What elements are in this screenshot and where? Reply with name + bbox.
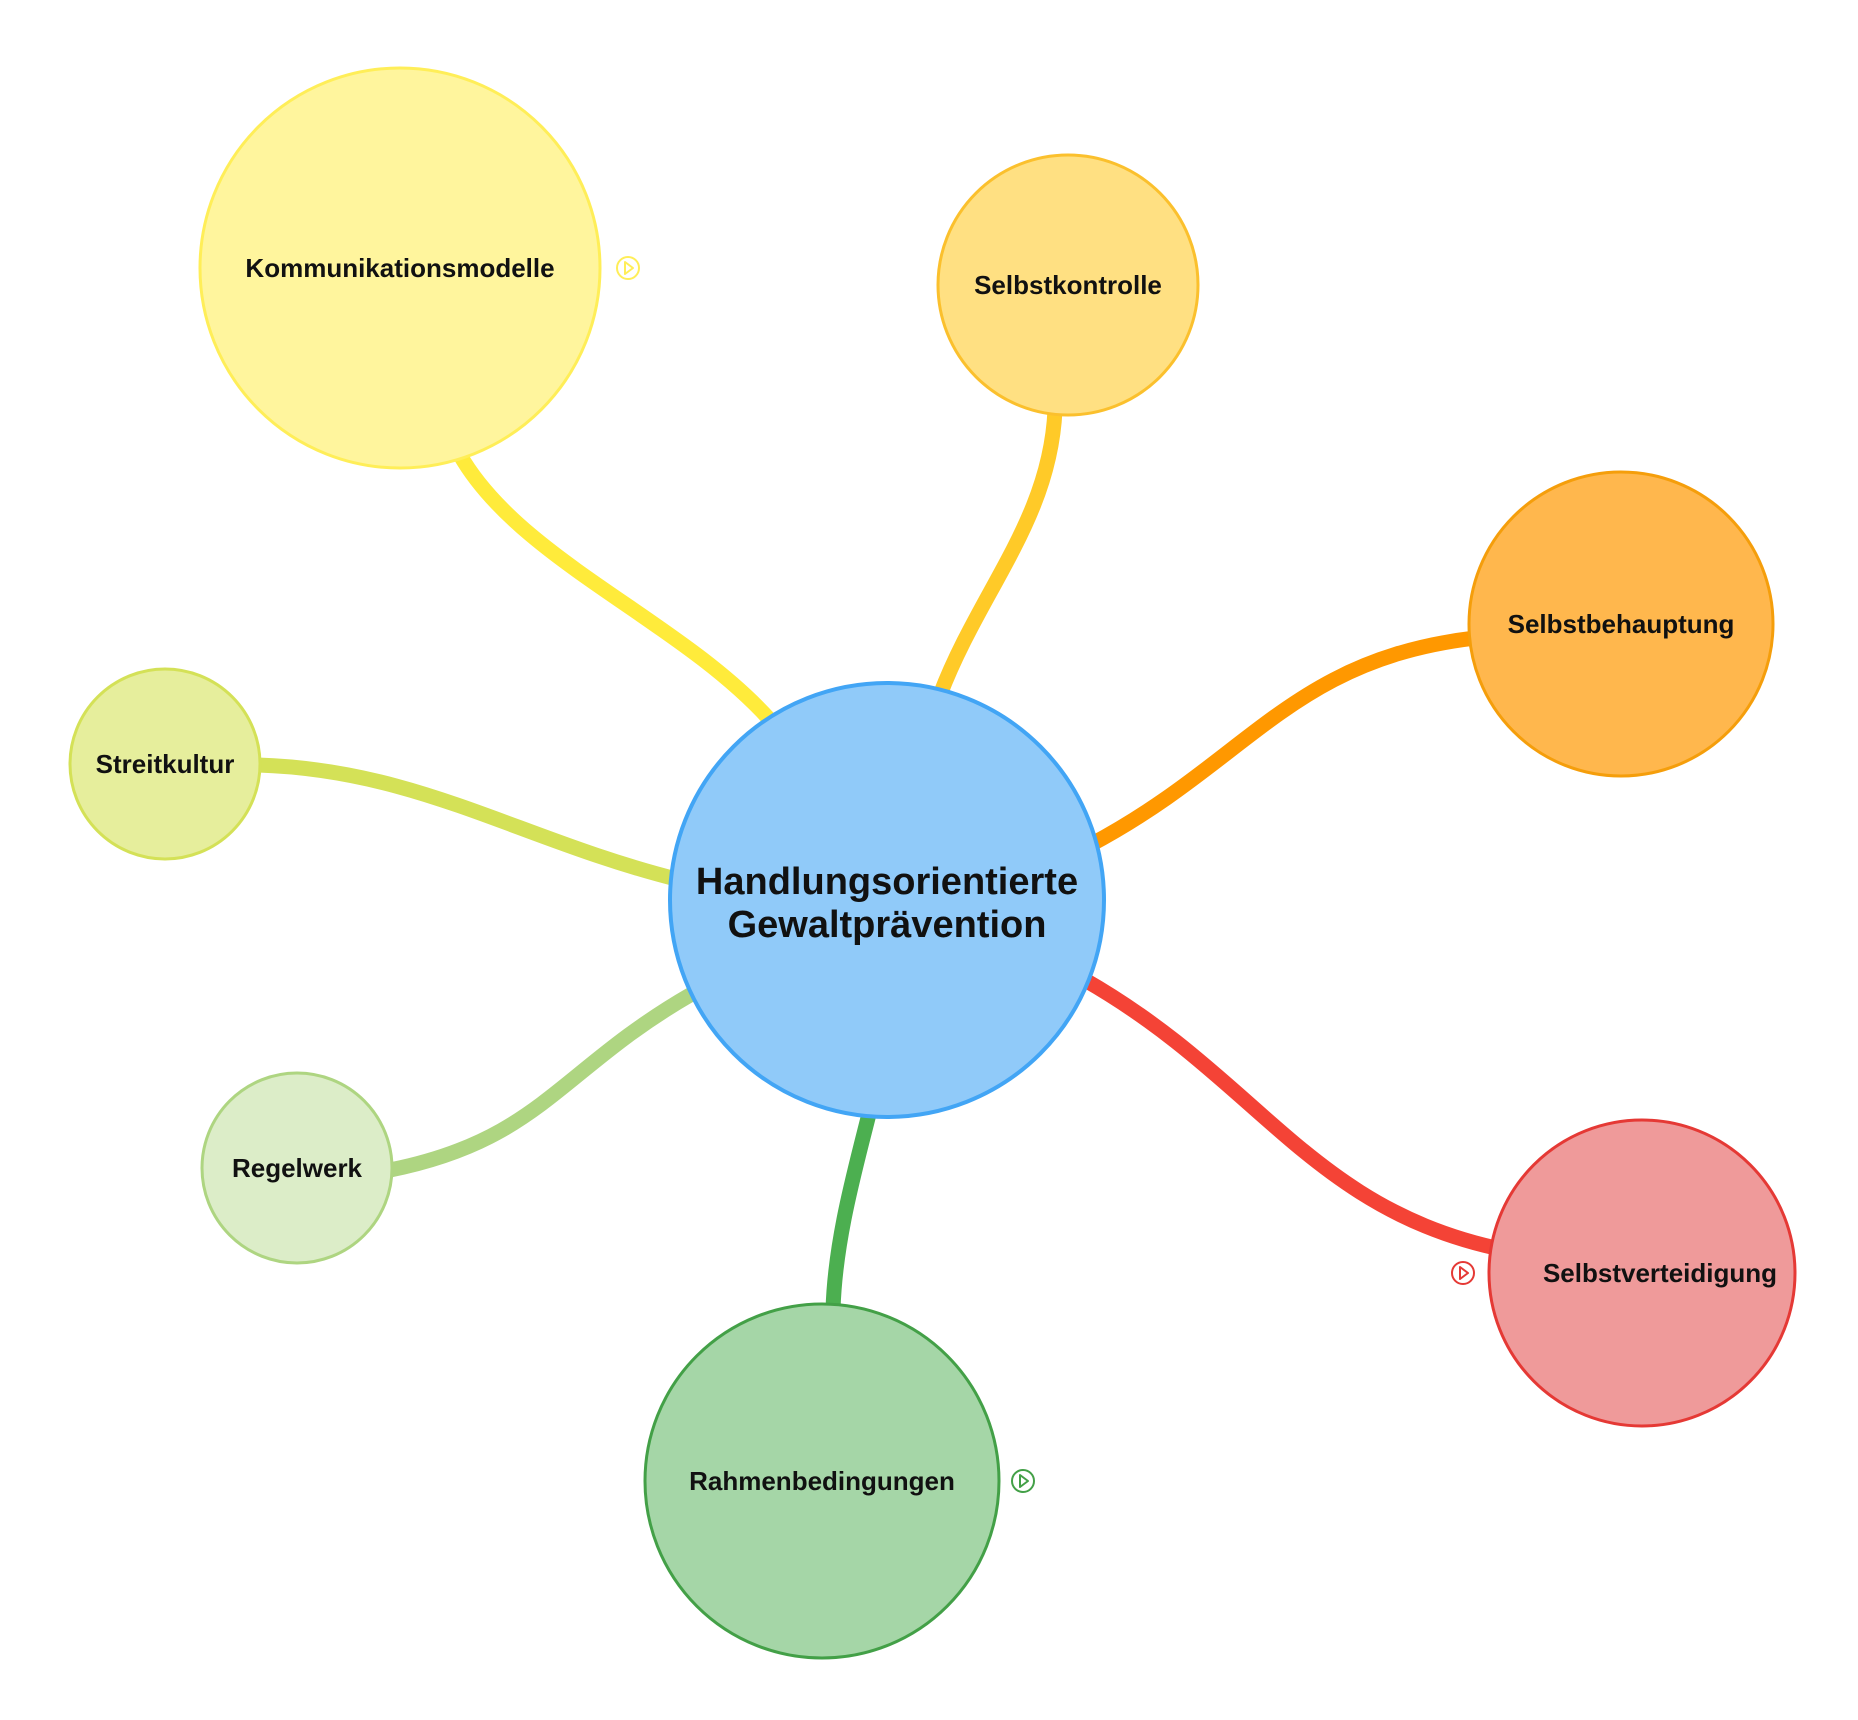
expand-arrow-icon[interactable]	[1011, 1469, 1035, 1493]
root-node[interactable]: Handlungsorientierte Gewaltprävention	[668, 681, 1106, 1119]
node-circle-streitkultur[interactable]	[68, 667, 262, 861]
root-label-line2: Gewaltprävention	[728, 904, 1047, 946]
node-circle-regelwerk[interactable]	[200, 1071, 394, 1265]
root-label-line1: Handlungsorientierte	[696, 861, 1078, 903]
node-label-selbstbehauptung: Selbstbehauptung	[1508, 609, 1735, 639]
branch-node-streitkultur[interactable]: Streitkultur	[68, 667, 262, 861]
branch-edges	[250, 402, 1513, 1318]
edge-streitkultur	[250, 757, 688, 888]
node-circle-rahmenbedingungen[interactable]	[643, 1302, 1001, 1660]
node-circle-selbstverteidigung[interactable]	[1487, 1118, 1797, 1428]
branch-node-selbstkontrolle[interactable]: Selbstkontrolle	[936, 153, 1200, 417]
expand-arrow-icon[interactable]	[616, 256, 640, 280]
node-circle-kommunikationsmodelle[interactable]	[198, 66, 602, 470]
node-circle-selbstbehauptung[interactable]	[1467, 470, 1775, 778]
node-label-streitkultur: Streitkultur	[96, 749, 235, 779]
node-label-selbstkontrolle: Selbstkontrolle	[974, 270, 1162, 300]
branch-node-regelwerk[interactable]: Regelwerk	[200, 1071, 394, 1265]
node-label-kommunikationsmodelle: Kommunikationsmodelle	[245, 253, 554, 283]
edge-regelwerk	[382, 987, 698, 1178]
branch-node-selbstverteidigung[interactable]: Selbstverteidigung	[1451, 1118, 1797, 1428]
expand-arrow-icon[interactable]	[1451, 1261, 1475, 1285]
branch-node-rahmenbedingungen[interactable]: Rahmenbedingungen	[643, 1302, 1035, 1660]
edge-selbstverteidigung	[1077, 972, 1513, 1258]
branch-node-selbstbehauptung[interactable]: Selbstbehauptung	[1467, 470, 1775, 778]
edge-rahmenbedingungen	[825, 1102, 878, 1318]
node-label-selbstverteidigung: Selbstverteidigung	[1543, 1258, 1777, 1288]
node-label-regelwerk: Regelwerk	[232, 1153, 363, 1183]
edge-kommunikationsmodelle	[452, 447, 778, 728]
root-node-circle[interactable]	[668, 681, 1106, 1119]
node-label-rahmenbedingungen: Rahmenbedingungen	[689, 1466, 955, 1496]
edge-selbstkontrolle	[932, 402, 1063, 703]
branch-node-kommunikationsmodelle[interactable]: Kommunikationsmodelle	[198, 66, 640, 470]
node-circle-selbstkontrolle[interactable]	[936, 153, 1200, 417]
edge-selbstbehauptung	[1082, 630, 1483, 853]
